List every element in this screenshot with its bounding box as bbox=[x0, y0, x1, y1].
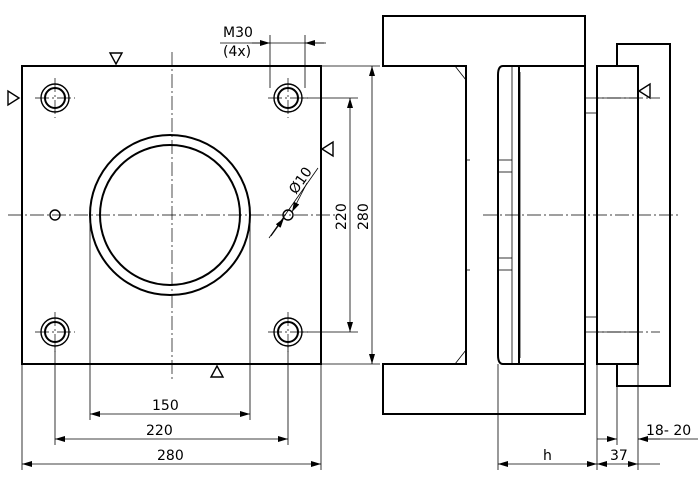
front-view-dimensions: M30 (4x) Ø10 220 280 150 220 280 bbox=[21, 25, 380, 470]
side-view bbox=[382, 15, 680, 415]
small-hole-right bbox=[282, 209, 294, 221]
dim-220-vertical-label: 220 bbox=[334, 203, 350, 230]
datum-triangle-top bbox=[108, 52, 124, 66]
datum-triangle-right bbox=[320, 140, 334, 158]
front-view bbox=[7, 52, 335, 380]
thread-label: M30 bbox=[223, 25, 253, 41]
dim-150-label: 150 bbox=[152, 398, 179, 414]
dim-280-horizontal-label: 280 bbox=[157, 448, 184, 464]
datum-triangle-side bbox=[637, 82, 651, 100]
dim-18-20-label: 18- 20 bbox=[646, 423, 691, 439]
dim-37-label: 37 bbox=[610, 448, 628, 464]
central-bore-inner bbox=[99, 144, 241, 286]
dia-small-label: Ø10 bbox=[286, 164, 316, 197]
dim-h-label: h bbox=[543, 448, 552, 464]
small-hole-left bbox=[49, 209, 61, 221]
datum-triangle-left bbox=[7, 89, 21, 107]
thread-count-label: (4x) bbox=[223, 44, 251, 60]
dim-280-vertical-label: 280 bbox=[356, 203, 372, 230]
dim-220-horizontal-label: 220 bbox=[146, 423, 173, 439]
thread-hole-top-left bbox=[35, 78, 75, 118]
side-view-dimensions: h 37 18- 20 bbox=[497, 364, 698, 470]
datum-triangle-bottom bbox=[209, 364, 225, 378]
platen-block bbox=[497, 65, 586, 365]
